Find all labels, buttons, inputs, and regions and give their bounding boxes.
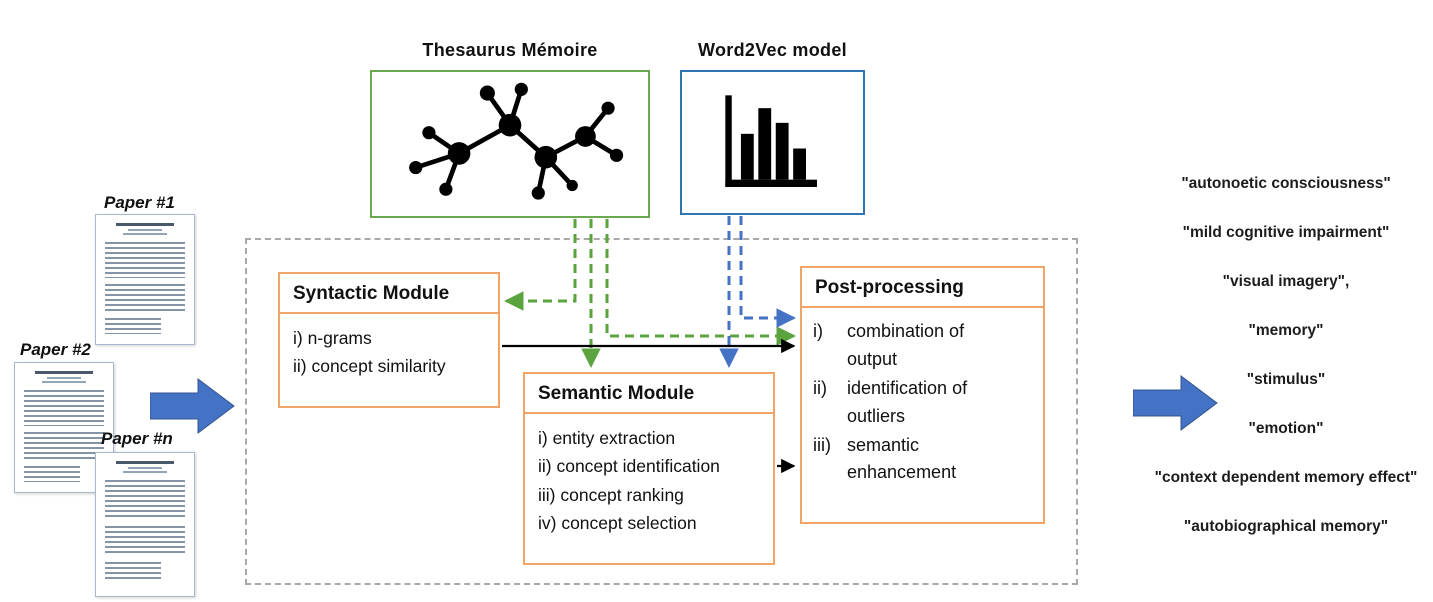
post-item-marker: iii): [813, 434, 831, 455]
post-item-text: identification of outliers: [847, 377, 968, 426]
syntactic-item: i) n-grams: [293, 328, 372, 348]
semantic-module-box: Semantic Module i) entity extraction ii)…: [523, 372, 775, 565]
thesaurus-box: [370, 70, 650, 218]
output-term: "emotion": [1248, 420, 1324, 437]
output-term: "stimulus": [1246, 371, 1326, 388]
post-item: iii) semantic enhancement: [813, 432, 1032, 488]
output-term: "autonoetic consciousness": [1181, 175, 1391, 192]
semantic-item: i) entity extraction: [538, 428, 676, 448]
word2vec-box: [680, 70, 865, 215]
bar-chart-icon: [718, 88, 828, 198]
paper-n-label: Paper #n: [101, 429, 173, 448]
syntactic-module-box: Syntactic Module i) n-grams ii) concept …: [278, 272, 500, 408]
semantic-item: ii) concept identification: [538, 456, 720, 477]
post-item-text: semantic enhancement: [847, 434, 957, 483]
output-terms-list: "autonoetic consciousness" "mild cogniti…: [1145, 174, 1427, 537]
output-term: "context dependent memory effect": [1154, 469, 1418, 486]
output-flow-arrow: [1133, 374, 1218, 432]
output-term: "autobiographical memory": [1183, 518, 1389, 535]
post-item: i) combination of output: [813, 318, 1032, 374]
semantic-module-title: Semantic Module: [525, 374, 773, 414]
output-term: "visual imagery",: [1222, 273, 1350, 290]
word2vec-label: Word2Vec model: [698, 40, 847, 60]
output-term: "mild cognitive impairment": [1182, 224, 1390, 241]
postprocessing-box: Post-processing i) combination of output…: [800, 266, 1045, 524]
paper-2-thumbnail: [14, 362, 114, 493]
paper-2-label: Paper #2: [20, 340, 91, 359]
semantic-item: iv) concept selection: [538, 513, 697, 534]
post-item-marker: ii): [813, 377, 827, 398]
post-item-marker: i): [813, 321, 823, 341]
post-item-text: combination of output: [847, 321, 965, 369]
syntactic-module-title: Syntactic Module: [280, 274, 498, 314]
thesaurus-label: Thesaurus Mémoire: [422, 40, 598, 60]
postprocessing-title: Post-processing: [802, 268, 1043, 308]
paper-1-label: Paper #1: [104, 193, 175, 212]
input-flow-arrow: [150, 377, 235, 435]
paper-1-thumbnail: [95, 214, 195, 345]
network-graph-icon: [392, 78, 628, 210]
paper-n-thumbnail: [95, 452, 195, 597]
post-item: ii) identification of outliers: [813, 375, 1032, 431]
syntactic-item: ii) concept similarity: [293, 356, 446, 377]
semantic-item: iii) concept ranking: [538, 484, 684, 505]
output-term: "memory": [1248, 322, 1324, 339]
